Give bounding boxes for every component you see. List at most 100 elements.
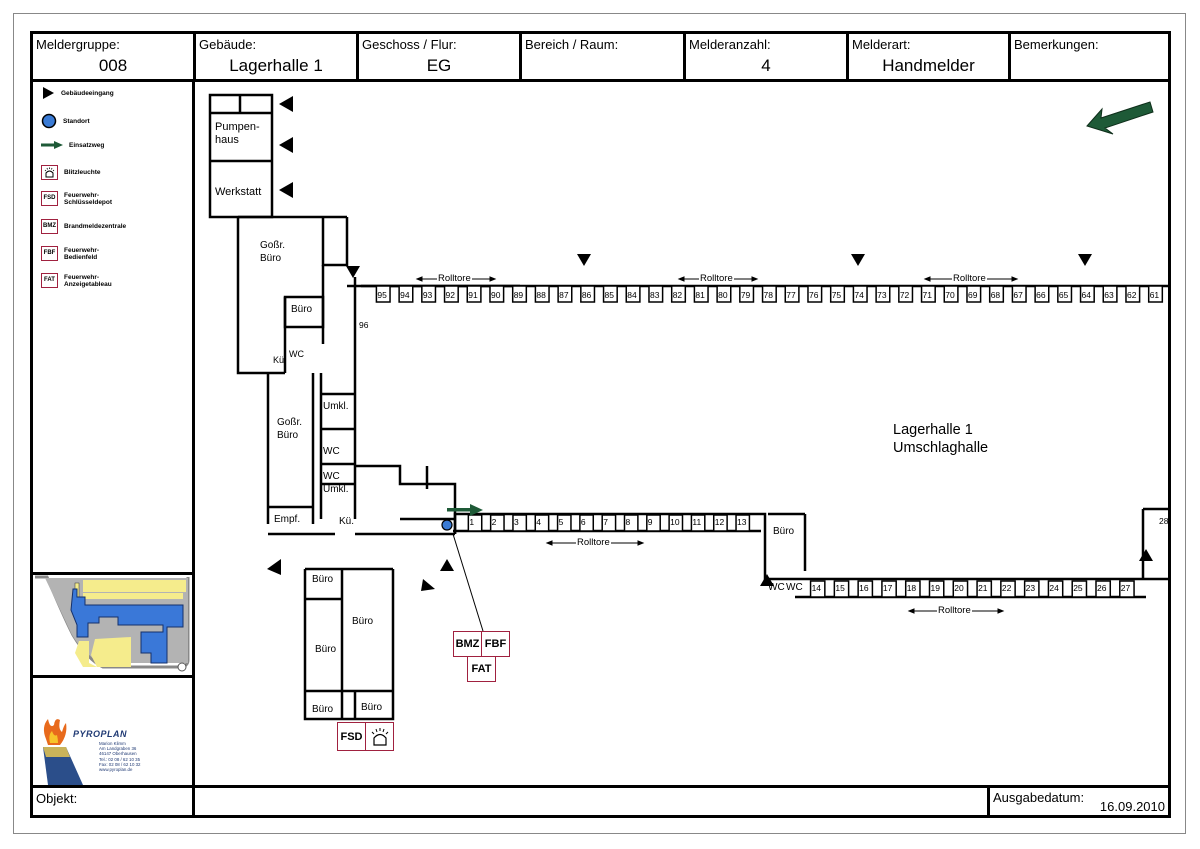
door-number: 94 [400,290,410,300]
contact-line: Marion Klimm [99,741,126,746]
roller-door [646,514,661,532]
roller-door [580,285,596,303]
door-number: 65 [1058,290,1069,300]
entrance-triangle-icon [279,182,293,198]
room-werkstatt: Werkstatt [215,186,262,198]
roller-door [716,285,732,303]
bmz-panel: BMZ [453,631,482,657]
roller-door [1095,580,1112,598]
panel-leader-line [452,533,484,632]
legend-item: Gebäudeeingang [41,86,114,100]
legend-label: Feuerwehr-Bedienfeld [64,246,100,261]
entrance-triangle-icon [346,266,360,278]
door-number: 20 [954,583,964,593]
roller-door [467,514,483,532]
roller-door [829,285,846,303]
room-empfang: Empf. [274,514,301,525]
door-number: 2 [491,517,497,527]
legend-item: BMZ Brandmeldezentrale [41,219,126,234]
arrowhead-icon [545,540,553,546]
footer-row: Objekt: Ausgabedatum: 16.09.2010 [33,785,1168,815]
entrance-triangle-icon [267,559,281,575]
roller-door [833,580,850,598]
roller-door [398,285,414,303]
header-value: Lagerhalle 1 [229,56,323,75]
door-number: 3 [513,517,519,527]
door-number: 62 [1126,290,1137,300]
sheet-border [13,13,1186,834]
entrance-triangle-icon [421,579,435,591]
door-number: 11 [692,517,702,527]
roller-door [579,514,595,532]
arrowhead-icon [415,276,423,282]
footer-objekt-value-cell [195,788,990,815]
date-label: Ausgabedatum: [993,790,1085,805]
door-number: 68 [990,290,1001,300]
objekt-label: Objekt: [36,791,78,806]
header-label: Melderart: [852,37,911,52]
location-dot-icon [441,519,453,531]
legend-label: Blitzleuchte [64,169,101,176]
legend-label: Feuerwehr-Schlüsseldepot [64,191,113,206]
room-umkl: Umkl. [323,401,349,412]
door-number: 27 [1120,583,1131,593]
contact-line: Fax: 02 08 / 62 10 32 [99,761,141,767]
door-number: 91 [468,290,478,300]
room-buero: Büro [361,702,383,713]
roller-door [761,285,777,303]
roller-door [670,285,687,303]
roller-door [511,285,528,303]
rolltore-label: Rolltore [699,273,734,284]
building-walls [208,93,1168,721]
rolltore-label: Rolltore [576,537,611,548]
roller-door [443,285,459,303]
legend-sidebar: Gebäudeeingang Standort Einsatzweg Blitz… [33,79,195,788]
roller-door [557,285,573,303]
hall-subtitle: Umschlaghalle [893,440,989,456]
header-label: Melderanzahl: [689,37,771,52]
door-number: 66 [1036,290,1046,300]
legend-item: FSD Feuerwehr-Schlüsseldepot [41,191,124,206]
legend-label: Einsatzweg [69,141,105,149]
door-number: 82 [672,290,683,300]
header-label: Meldergruppe: [36,37,120,52]
room-wc: WC [768,582,785,593]
route-arrow-icon [447,504,483,516]
arrowhead-icon [751,276,759,282]
door-number: 26 [1096,583,1107,593]
arrowhead-icon [637,540,645,546]
room-gross-buero: Goßr. Büro [277,417,303,441]
roller-door [952,580,969,598]
roller-door [943,285,959,303]
rolltore-label: Rolltore [937,605,972,616]
roller-door [668,514,684,532]
room-buero: Büro [352,616,374,627]
roller-door [928,580,945,598]
footer-objekt-label-cell: Objekt: [33,788,195,815]
hall-title: Lagerhalle 1 [893,422,973,438]
door-number: 93 [422,290,433,300]
entrance-triangle-icon [279,96,293,112]
header-label: Bereich / Raum: [525,37,619,52]
header-row: Meldergruppe: 008 Gebäude: Lagerhalle 1 … [33,34,1168,82]
door-number: 19 [930,583,940,593]
roller-door [489,285,505,303]
roller-door [809,580,826,598]
room-kueche: Kü. [273,355,287,365]
door-number: 17 [882,583,893,593]
door-number: 5 [558,517,564,527]
fsd-box-icon: FSD [41,191,58,206]
contact-line: www.pyroplan.de [99,767,133,773]
hall-label: Lagerhalle 1 Umschlaghalle [893,421,988,457]
floor-plan: Pumpen- haus Werkstatt Goßr. Büro Büro K… [195,79,1168,788]
arrowhead-icon [997,608,1005,614]
door-number: 14 [811,583,822,593]
roller-door [739,285,755,303]
header-cell-gebaeude: Gebäude: Lagerhalle 1 [196,34,359,79]
roller-door [623,514,639,532]
room-wc: WC [289,349,304,359]
room-buero: Büro [312,704,334,715]
bmz-box-icon: BMZ [41,219,58,234]
entrance-markers [267,96,1153,591]
beacon-light-icon [365,722,394,751]
